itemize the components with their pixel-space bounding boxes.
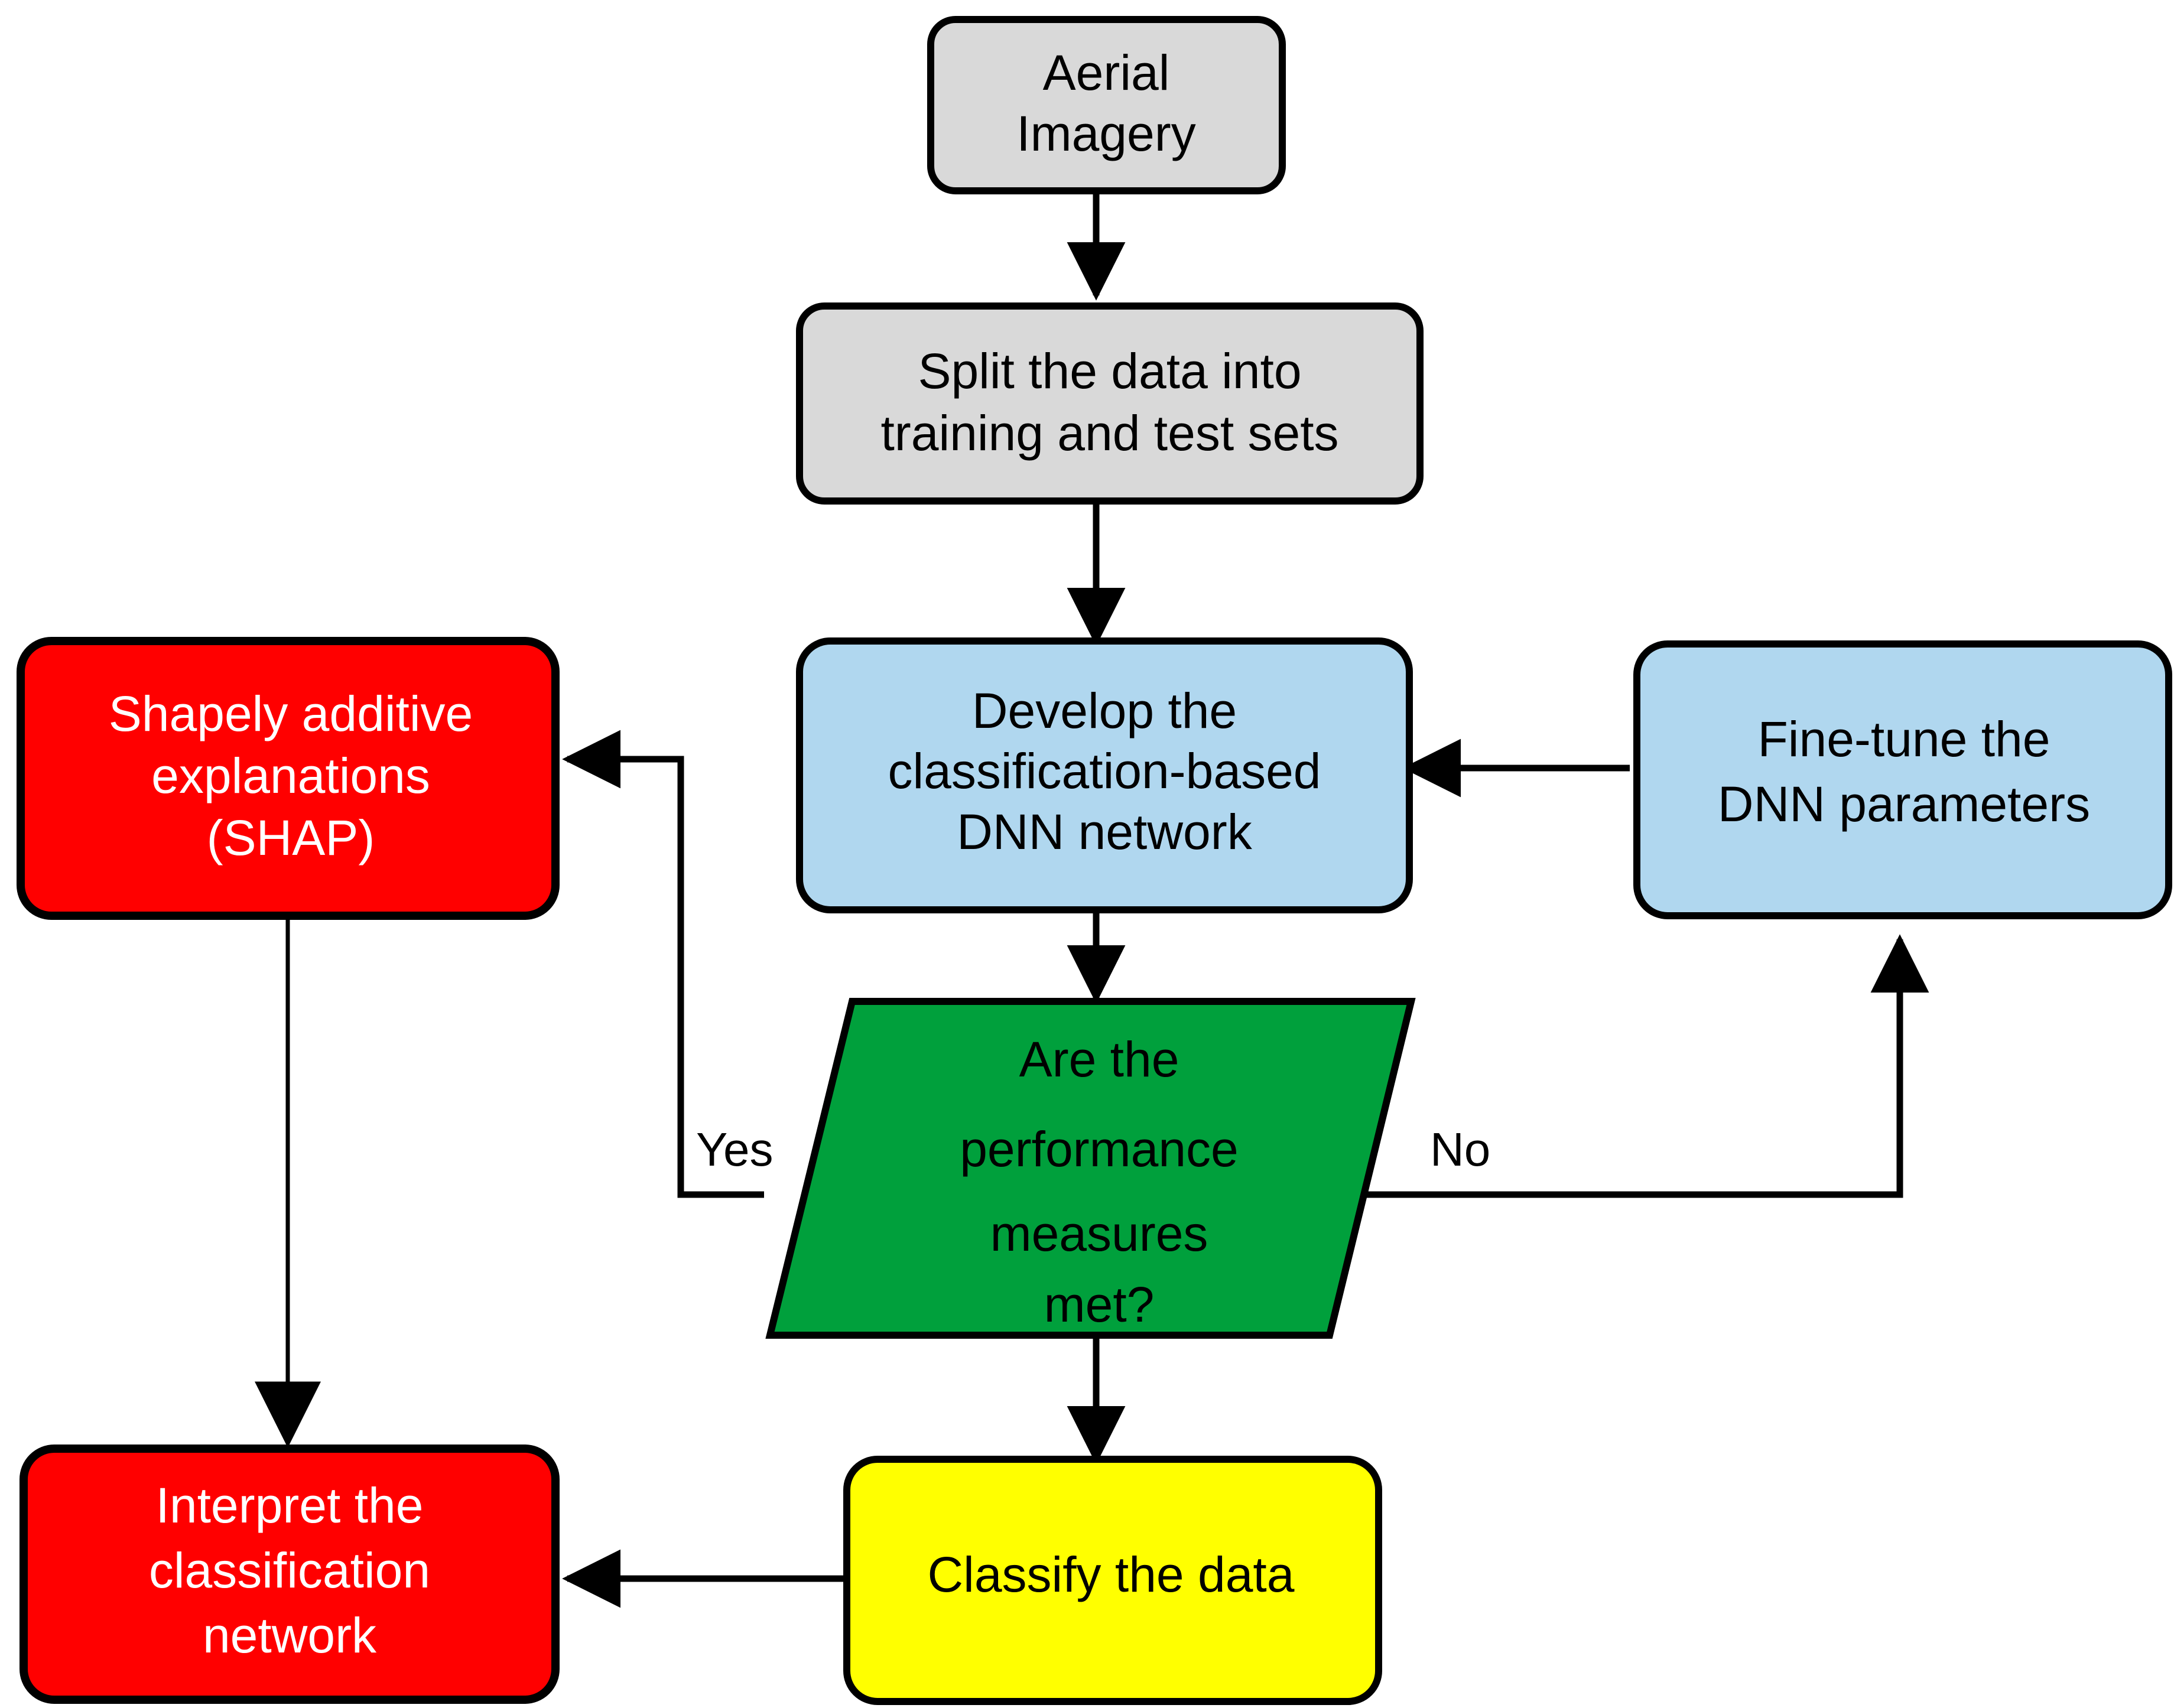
node-classify-data[interactable]: Classify the data — [843, 1456, 1382, 1705]
node-interpret-network-line-1: Interpret the — [156, 1478, 424, 1533]
connector-no-to-finetune — [1362, 934, 1929, 1198]
node-fine-tune-shape — [1633, 640, 2172, 919]
edge-label-yes: Yes — [696, 1123, 774, 1176]
node-split-data-line-2: training and test sets — [880, 405, 1338, 461]
node-shap-shape — [17, 637, 560, 920]
node-aerial-imagery-line-1: Aerial — [1043, 45, 1170, 100]
node-fine-tune-line-2: DNN parameters — [1718, 776, 2090, 832]
node-split-data-line-1: Split the data into — [918, 343, 1301, 399]
node-shap-line-3: (SHAP) — [207, 810, 375, 866]
node-develop-dnn[interactable]: Develop the classification-based DNN net… — [796, 637, 1413, 913]
node-develop-dnn-line-3: DNN network — [957, 804, 1252, 860]
node-fine-tune-line-1: Fine-tune the — [1758, 711, 2050, 767]
node-develop-dnn-shape — [796, 637, 1413, 913]
node-performance-decision-line-4: met? — [1044, 1277, 1155, 1332]
node-aerial-imagery-line-2: Imagery — [1016, 106, 1195, 161]
node-fine-tune[interactable]: Fine-tune the DNN parameters — [1633, 640, 2172, 919]
node-performance-decision-line-3: measures — [990, 1206, 1208, 1261]
node-aerial-imagery-shape — [927, 16, 1286, 194]
node-interpret-network-line-2: classification — [149, 1543, 430, 1598]
node-classify-data-line-1: Classify the data — [928, 1547, 1295, 1602]
node-develop-dnn-line-2: classification-based — [888, 743, 1321, 799]
node-performance-decision-shape — [765, 998, 1416, 1339]
connector-yes-to-shap — [562, 730, 764, 1198]
node-split-data[interactable]: Split the data into training and test se… — [796, 302, 1424, 505]
node-performance-decision-line-2: performance — [960, 1121, 1239, 1177]
edge-label-no: No — [1430, 1123, 1490, 1176]
node-split-data-shape — [796, 302, 1424, 505]
node-shap[interactable]: Shapely additive explanations (SHAP) — [17, 637, 560, 920]
node-shap-line-2: explanations — [151, 748, 430, 803]
node-classify-data-shape — [843, 1456, 1382, 1705]
node-interpret-network-shape — [20, 1445, 560, 1704]
node-interpret-network[interactable]: Interpret the classification network — [20, 1445, 560, 1704]
node-interpret-network-line-3: network — [203, 1608, 377, 1663]
node-performance-decision-line-1: Are the — [1019, 1032, 1179, 1087]
node-performance-decision[interactable]: Are the performance measures met? — [765, 998, 1416, 1339]
node-develop-dnn-line-1: Develop the — [972, 683, 1237, 738]
node-shap-line-1: Shapely additive — [109, 686, 473, 741]
node-aerial-imagery[interactable]: Aerial Imagery — [927, 16, 1286, 194]
